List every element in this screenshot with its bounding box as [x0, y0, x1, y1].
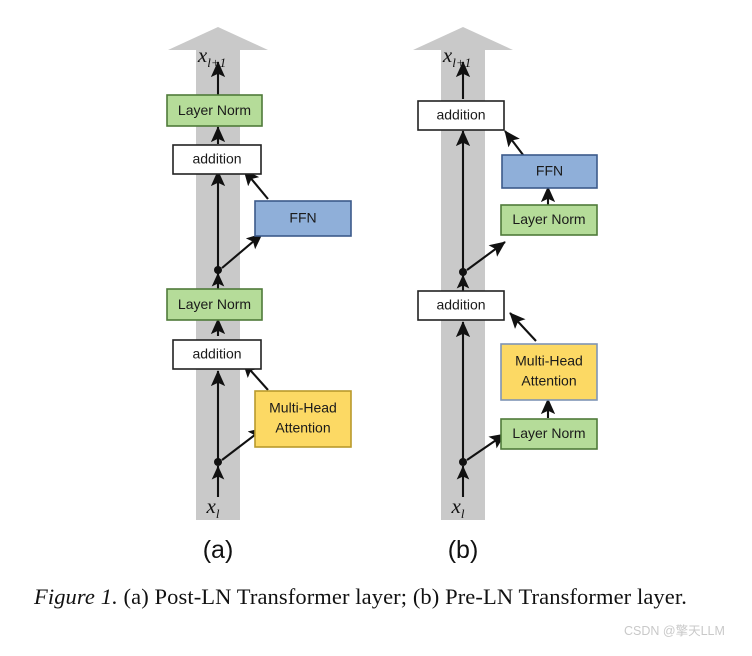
input-variable-a: xl	[206, 494, 220, 521]
panel-b: addition FFN Layer Norm addition Multi-H…	[413, 27, 598, 564]
edge-ffn-to-addition-a	[243, 169, 269, 200]
block-label-line1: Multi-Head	[269, 400, 337, 416]
input-variable-b: xl	[451, 494, 465, 521]
block-multi-head-attention-a[interactable]: Multi-Head Attention	[254, 390, 352, 448]
block-layer-norm-ffn-b[interactable]: Layer Norm	[500, 204, 598, 236]
figure-number: Figure 1.	[34, 584, 118, 609]
block-label: Layer Norm	[512, 425, 585, 441]
panel-label-b: (b)	[448, 536, 479, 564]
block-addition-top-a[interactable]: addition	[172, 144, 262, 175]
block-label-line1: Multi-Head	[515, 353, 583, 369]
block-multi-head-attention-b[interactable]: Multi-Head Attention	[500, 343, 598, 401]
branch-dot-ffn-b	[459, 268, 467, 276]
block-layer-norm-top-a[interactable]: Layer Norm	[166, 94, 263, 127]
edge-trunk-to-layer-norm-attn-b	[466, 433, 506, 461]
panel-a: Layer Norm addition FFN Layer Norm addit…	[166, 27, 352, 564]
block-layer-norm-attn-b[interactable]: Layer Norm	[500, 418, 598, 450]
branch-dot-attention-b	[459, 458, 467, 466]
block-addition-top-b[interactable]: addition	[417, 100, 505, 131]
block-label: addition	[436, 107, 485, 123]
block-label: addition	[436, 297, 485, 313]
figure-caption: Figure 1. (a) Post-LN Transformer layer;…	[34, 582, 734, 612]
block-label: Layer Norm	[178, 102, 251, 118]
branch-dot-ffn-a	[214, 266, 222, 274]
block-label-line2: Attention	[521, 373, 576, 389]
block-addition-bottom-b[interactable]: addition	[417, 290, 505, 321]
branch-dot-attention-a	[214, 458, 222, 466]
block-label-line2: Attention	[275, 420, 330, 436]
block-label: addition	[192, 151, 241, 167]
output-variable-b: xl+1	[442, 43, 471, 70]
panel-label-a: (a)	[203, 536, 234, 564]
block-label: Layer Norm	[178, 296, 251, 312]
transformer-architecture-diagram: Layer Norm addition FFN Layer Norm addit…	[166, 27, 598, 564]
block-ffn-b[interactable]: FFN	[501, 154, 598, 189]
csdn-watermark: CSDN @擎天LLM	[624, 624, 725, 638]
edge-trunk-to-layer-norm-ffn-b	[466, 241, 506, 271]
block-layer-norm-bottom-a[interactable]: Layer Norm	[166, 288, 263, 321]
block-addition-bottom-a[interactable]: addition	[172, 339, 262, 370]
block-label: FFN	[289, 210, 316, 226]
block-label: FFN	[536, 163, 563, 179]
figure-caption-text: (a) Post-LN Transformer layer; (b) Pre-L…	[117, 584, 687, 609]
output-variable-a: xl+1	[197, 43, 226, 70]
block-label: addition	[192, 346, 241, 362]
edge-attention-to-addition-b	[509, 312, 537, 342]
block-label: Layer Norm	[512, 211, 585, 227]
block-ffn-a[interactable]: FFN	[254, 200, 352, 237]
edge-trunk-to-ffn-a	[221, 233, 263, 269]
